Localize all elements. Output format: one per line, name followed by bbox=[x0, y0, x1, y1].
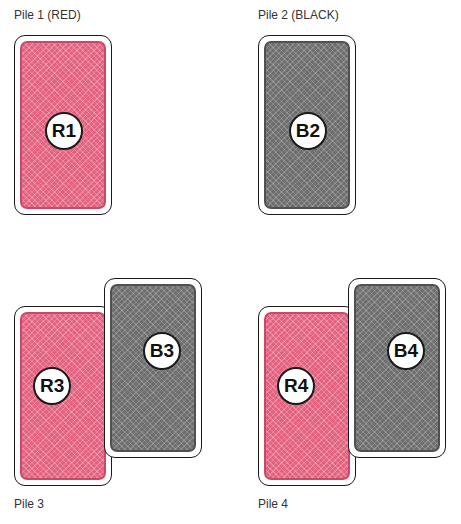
card-label: B4 bbox=[387, 332, 425, 370]
playing-card: R3 bbox=[14, 306, 112, 486]
card-label: B3 bbox=[143, 332, 181, 370]
playing-card: R1 bbox=[14, 35, 112, 215]
playing-card: B2 bbox=[258, 35, 356, 215]
playing-card: R4 bbox=[258, 306, 356, 486]
pile-label: Pile 1 (RED) bbox=[14, 8, 81, 22]
pile-label: Pile 2 (BLACK) bbox=[258, 8, 339, 22]
pile-label: Pile 4 bbox=[258, 497, 288, 511]
playing-card: B4 bbox=[348, 278, 446, 458]
pile-label: Pile 3 bbox=[14, 497, 44, 511]
playing-card: B3 bbox=[104, 278, 202, 458]
